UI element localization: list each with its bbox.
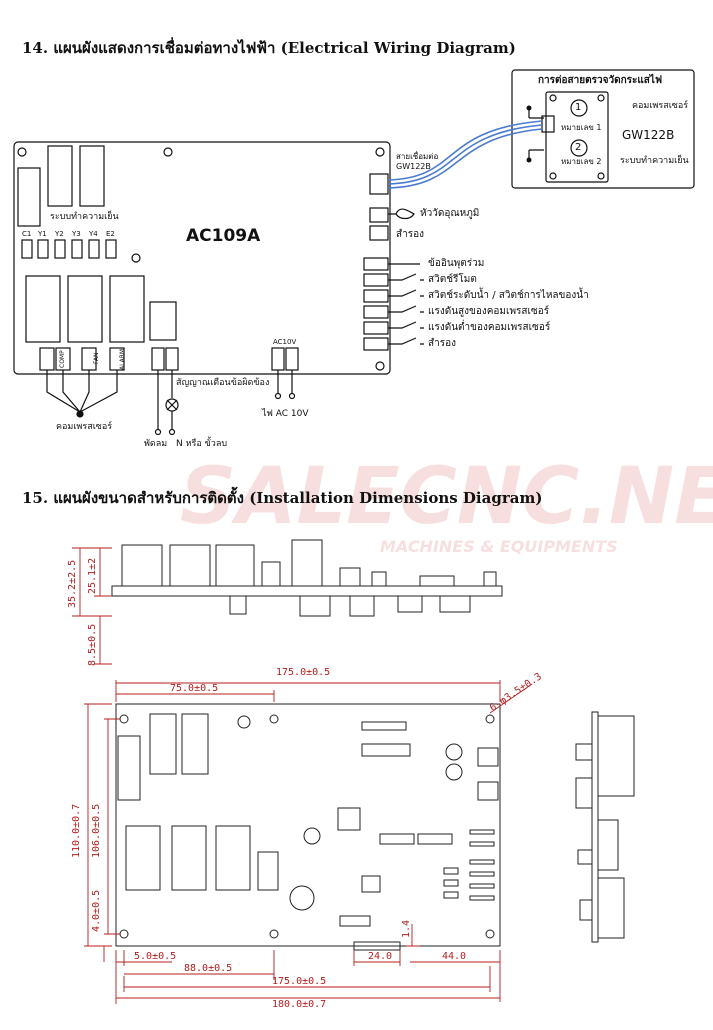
dim-w180: 180.0±0.7: [272, 999, 327, 1010]
refrigeration-label: ระบบทำความเย็น: [50, 212, 119, 222]
spare-label-top: สำรอง: [396, 229, 424, 240]
section14-title: 14. แผนผังแสดงการเชื่อมต่อทางไฟฟ้า (Elec…: [22, 39, 516, 57]
input-water: สวิตช์ระดับน้ำ / สวิตช์การไหลของน้ำ: [428, 290, 589, 301]
input-spare: สำรอง: [428, 338, 456, 349]
dim-w88: 88.0±0.5: [184, 963, 233, 974]
gw-circle-2: 2: [575, 142, 582, 153]
gw-compressor: คอมเพรสเซอร์: [632, 101, 689, 111]
dim-h35: 35.2±2.5: [67, 559, 78, 608]
gw-circle-1: 1: [575, 102, 582, 113]
fan-label: พัดลม: [144, 439, 168, 449]
dim-w24: 24.0: [368, 951, 393, 962]
power-label: ไฟ AC 10V: [262, 409, 309, 419]
terminal-y4: Y4: [89, 230, 98, 238]
dim-w44: 44.0: [442, 951, 467, 962]
ac-terminal: AC10V: [273, 338, 297, 346]
dim-h8: 8.5±0.5: [87, 623, 98, 666]
board-model: AC109A: [186, 226, 261, 246]
dim-h14: 1.4: [401, 919, 412, 938]
terminal-c1: C1: [22, 230, 32, 238]
dim-h25: 25.1±2: [87, 557, 98, 594]
dim-h110: 110.0±0.7: [71, 803, 82, 858]
compressor-label: คอมเพรสเซอร์: [56, 422, 113, 432]
terminal-y1: Y1: [38, 230, 47, 238]
input-common: ข้ออินพุตร่วม: [428, 258, 485, 269]
watermark-brand: SALECNC.NET: [180, 452, 713, 542]
section15-title: 15. แผนผังขนาดสำหรับการติดตั้ง (Installa…: [22, 489, 543, 507]
gw-cooling: ระบบทำความเย็น: [620, 156, 689, 166]
terminal-e2: E2: [106, 230, 115, 238]
input-remote: สวิตช์รีโมต: [428, 274, 477, 285]
dim-w175-top: 175.0±0.5: [276, 667, 331, 678]
wiring-diagram: [13, 69, 695, 436]
gw-box-title: การต่อสายตรวจวัดกระแสไฟ: [538, 75, 663, 86]
sensor-label: หัววัดอุณหภูมิ: [420, 208, 480, 219]
gw-no2: หมายเลข 2: [561, 157, 602, 166]
gw-no1: หมายเลข 1: [561, 123, 602, 132]
dim-h106: 106.0±0.5: [91, 803, 102, 858]
gw-connector-label: สายเชื่อมต่อ GW122B: [396, 152, 439, 171]
terminal-y3: Y3: [72, 230, 81, 238]
dim-h4: 4.0±0.5: [91, 889, 102, 932]
dim-w5: 5.0±0.5: [134, 951, 177, 962]
gw-model: GW122B: [622, 128, 675, 142]
n-label: N หรือ ขั้วลบ: [176, 439, 228, 449]
input-low-pressure: แรงดันต่ำของคอมเพรสเซอร์: [428, 322, 551, 333]
fault-label: สัญญาณเตือนข้อผิดข้อง: [176, 378, 270, 388]
terminal-y2: Y2: [55, 230, 64, 238]
dim-w175-bot: 175.0±0.5: [272, 976, 327, 987]
watermark-tagline: MACHINES & EQUIPMENTS: [380, 537, 618, 556]
dim-w75: 75.0±0.5: [170, 683, 219, 694]
input-high-pressure: แรงดันสูงของคอมเพรสเซอร์: [428, 306, 550, 317]
